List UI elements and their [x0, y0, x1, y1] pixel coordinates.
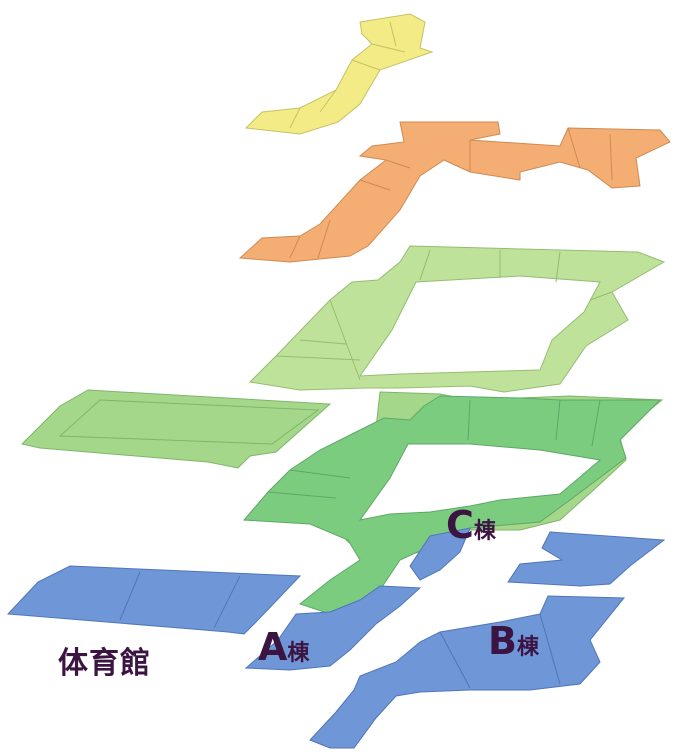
building-a-suffix: 棟 [287, 641, 310, 666]
floor-green-dark [242, 395, 662, 615]
building-a-floor-blue [244, 527, 471, 671]
floor-yellow [244, 13, 434, 135]
building-c-label: C棟 [446, 506, 496, 544]
gymnasium-label: 体育館 [58, 646, 151, 681]
building-b-label: B棟 [488, 622, 539, 660]
building-a-letter: A [258, 625, 288, 669]
building-c-letter: C [446, 503, 474, 547]
floor-green-light [248, 245, 666, 393]
building-b-letter: B [488, 619, 517, 663]
gym-floor-green [21, 389, 332, 469]
building-a-label: A棟 [258, 628, 309, 666]
building-b-suffix: 棟 [516, 635, 539, 660]
floor-orange [238, 121, 671, 263]
building-c-suffix: 棟 [473, 519, 496, 544]
building-b-floor-blue [309, 531, 666, 749]
gym-floor-blue [6, 565, 302, 635]
